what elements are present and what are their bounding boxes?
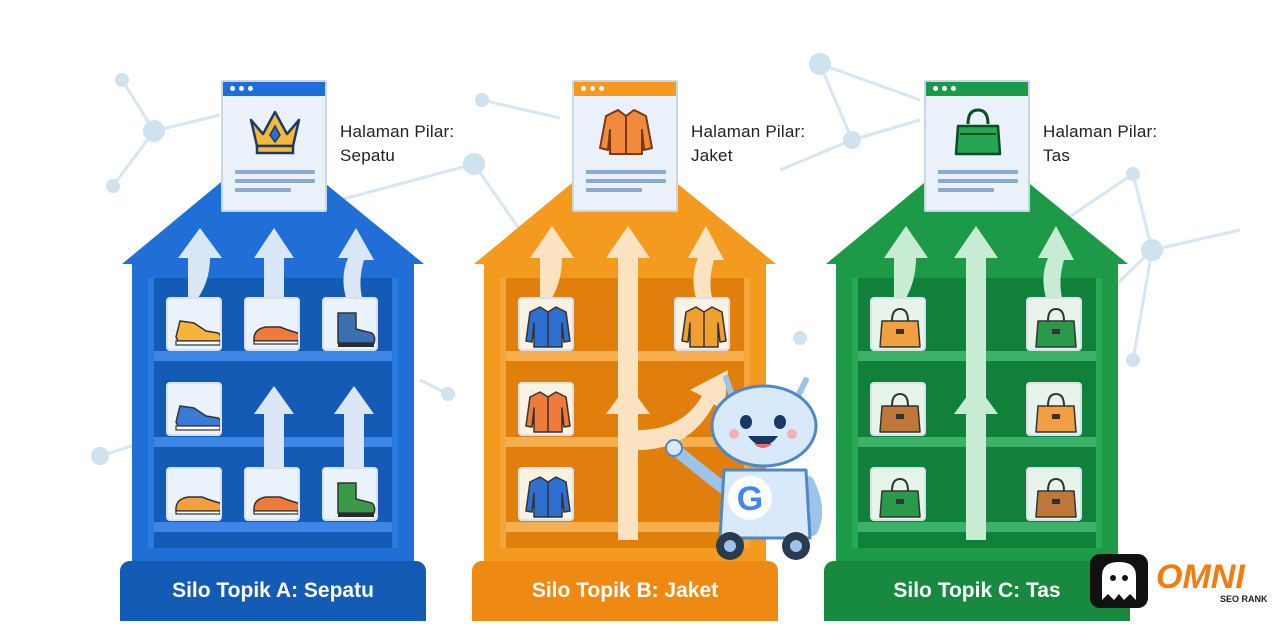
product-tile: [870, 467, 926, 521]
product-tile: [518, 382, 574, 436]
bag-icon: [1035, 392, 1077, 433]
jacket-icon: [681, 306, 727, 348]
silo-c-footer: Silo Topik C: Tas: [824, 561, 1130, 621]
robot-badge-letter: G: [737, 480, 763, 518]
pillar-card-c: [924, 80, 1030, 212]
product-tile: [674, 297, 730, 351]
pillar-label-a-line2: Sepatu: [340, 146, 396, 165]
product-tile: [870, 382, 926, 436]
pillar-label-a: Halaman Pilar: Sepatu: [340, 120, 454, 168]
sneaker-icon: [175, 405, 220, 431]
jacket-icon: [525, 391, 571, 433]
shoe-icon: [175, 496, 220, 515]
bag-icon: [879, 477, 921, 518]
pillar-label-b-line2: Jaket: [691, 146, 733, 165]
product-tile: [322, 467, 378, 521]
product-tile: [166, 297, 222, 351]
bag-icon: [1035, 307, 1077, 348]
pillar-card-a: [221, 80, 327, 212]
boot-icon: [337, 312, 376, 347]
product-tile: [870, 297, 926, 351]
pillar-label-b: Halaman Pilar: Jaket: [691, 120, 805, 168]
jacket-icon: [525, 476, 571, 518]
ghost-logo-icon: [1102, 562, 1136, 600]
pillar-card-b: [572, 80, 678, 212]
shoe-icon: [253, 326, 298, 345]
silo-b-footer: Silo Topik B: Jaket: [472, 561, 778, 621]
shoe-icon: [253, 496, 298, 515]
product-tile: [244, 467, 300, 521]
jacket-icon: [525, 306, 571, 348]
product-tile: [1026, 467, 1082, 521]
pillar-label-c-line1: Halaman Pilar:: [1043, 122, 1158, 141]
product-tile: [322, 297, 378, 351]
product-tile: [518, 297, 574, 351]
product-tile: [1026, 382, 1082, 436]
bag-icon: [1035, 477, 1077, 518]
product-tile: [244, 297, 300, 351]
bag-icon: [954, 108, 1002, 156]
product-tile: [518, 467, 574, 521]
pillar-label-a-line1: Halaman Pilar:: [340, 122, 455, 141]
pillar-label-b-line1: Halaman Pilar:: [691, 122, 806, 141]
google-robot-icon: G: [665, 375, 823, 560]
crown-icon: [249, 110, 301, 155]
product-tile: [166, 467, 222, 521]
bag-icon: [879, 307, 921, 348]
jacket-icon: [599, 109, 653, 155]
omni-seo-rank-logo: OMNI SEO RANK: [1090, 554, 1274, 608]
product-tile: [1026, 297, 1082, 351]
bag-icon: [879, 392, 921, 433]
pillar-label-c-line2: Tas: [1043, 146, 1071, 165]
sneaker-icon: [175, 320, 220, 346]
pillar-label-c: Halaman Pilar: Tas: [1043, 120, 1157, 168]
boot-icon: [337, 482, 376, 517]
logo-tagline: SEO RANK: [1220, 594, 1268, 604]
product-tile: [166, 382, 222, 436]
silo-a-footer: Silo Topik A: Sepatu: [120, 561, 426, 621]
logo-brand: OMNI: [1156, 558, 1246, 596]
